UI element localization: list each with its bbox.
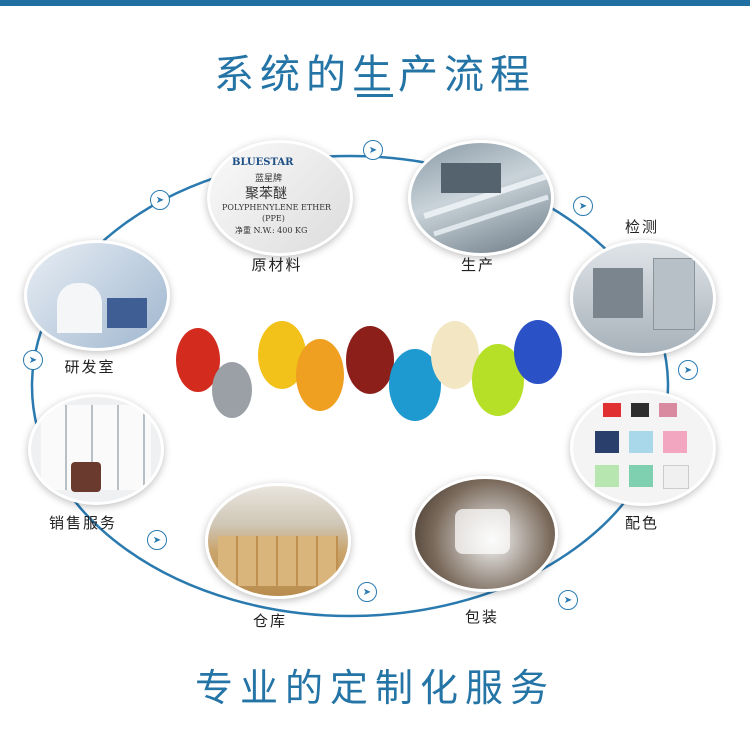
color-samples-photo (570, 390, 716, 506)
flow-arrow-icon: ➤ (363, 140, 383, 160)
flow-arrow-icon: ➤ (147, 530, 167, 550)
top-bar (0, 0, 750, 6)
title-underline (357, 94, 393, 97)
pellet-jars-illustration (176, 320, 562, 421)
flow-arrow-icon: ➤ (357, 582, 377, 602)
flow-arrow-icon: ➤ (573, 196, 593, 216)
step-label: 研发室 (64, 358, 116, 376)
step-label: 检测 (624, 218, 659, 236)
step-label: 销售服务 (48, 514, 117, 532)
flow-arrow-icon: ➤ (150, 190, 170, 210)
packaging-photo (412, 476, 558, 592)
step-label: 包装 (464, 608, 499, 626)
production-line-photo (408, 140, 554, 256)
footer-title: 专业的定制化服务 (194, 666, 555, 710)
flow-arrow-icon: ➤ (678, 360, 698, 380)
raw-material-bag-photo: BLUESTAR 蓝星牌 聚苯醚 POLYPHENYLENE ETHER (PP… (207, 140, 353, 256)
step-label: 配色 (624, 514, 659, 532)
step-label: 生产 (460, 256, 495, 274)
sales-showroom-photo (28, 394, 164, 505)
step-label: 原材料 (251, 256, 303, 274)
testing-machine-photo (570, 240, 716, 356)
step-label: 仓库 (252, 612, 287, 630)
warehouse-photo (205, 483, 351, 599)
flow-arrow-icon: ➤ (23, 350, 43, 370)
page-title: 系统的生产流程 (214, 52, 536, 98)
flow-arrow-icon: ➤ (558, 590, 578, 610)
lab-photo (24, 240, 170, 351)
